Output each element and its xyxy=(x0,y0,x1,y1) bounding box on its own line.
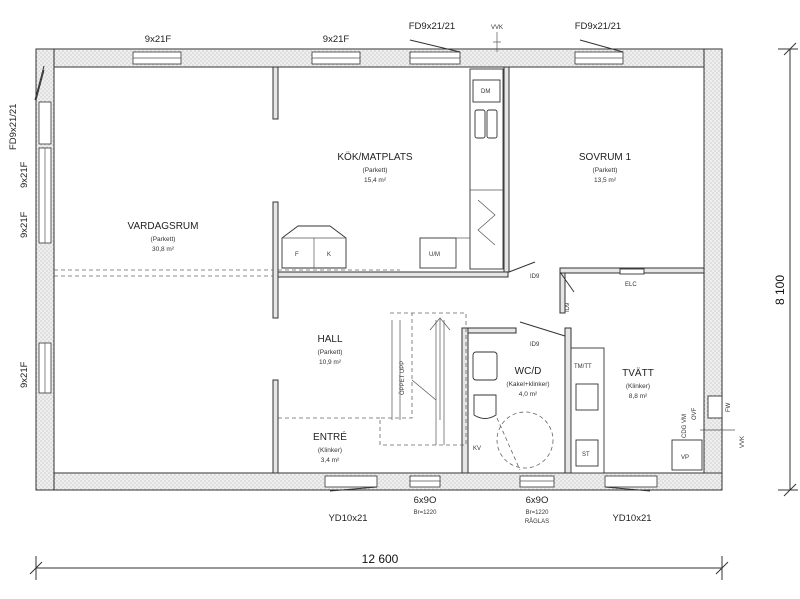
label-win-bottom-2-sub2: RÅGLAS xyxy=(525,518,549,525)
wall-right xyxy=(703,48,723,491)
room-sovrum-name: SOVRUM 1 xyxy=(579,152,632,163)
window-bottom-1 xyxy=(409,475,441,488)
wc-turning-circle xyxy=(496,411,554,469)
fw-box xyxy=(707,395,723,419)
label-vvk-top: VVK xyxy=(491,25,503,31)
heat-pump xyxy=(671,439,703,471)
room-vardagsrum-name: VARDAGSRUM xyxy=(128,221,199,232)
window-left-top xyxy=(38,101,52,145)
laundry-fixtures: TM/TT ST VP ELC FW OVF CDG VM VVK xyxy=(570,268,746,474)
dishwasher xyxy=(472,79,501,103)
stairs-label: ÖPPET UPP xyxy=(399,361,406,395)
fixture-elc: ELC xyxy=(625,282,637,288)
wc-toilet xyxy=(473,394,497,419)
label-fd-left: FD9x21/21 xyxy=(8,104,19,150)
wall-int-3 xyxy=(272,379,279,474)
door-bottom-right xyxy=(604,475,658,488)
room-entre-name: ENTRÉ xyxy=(313,430,347,443)
wall-int-2 xyxy=(272,201,279,319)
door-swings xyxy=(34,39,651,492)
wall-kitchen-right xyxy=(503,66,510,273)
fixture-f: F xyxy=(295,252,299,258)
label-fd-top-1: FD9x21/21 xyxy=(409,21,455,32)
windows xyxy=(38,51,658,488)
door-id9-1: ID9 xyxy=(530,274,540,280)
dim-width-text: 12 600 xyxy=(362,552,399,566)
fixture-k: K xyxy=(327,252,331,258)
label-win-top-2: 9x21F xyxy=(323,34,350,45)
label-win-left-1: 9x21F xyxy=(19,161,30,188)
dim-height-text: 8 100 xyxy=(773,275,787,305)
fixture-tmtt: TM/TT xyxy=(574,364,592,370)
window-bottom-2 xyxy=(519,475,555,488)
room-wc-name: WC/D xyxy=(515,366,542,377)
fixture-cdg-vm: CDG VM xyxy=(682,414,688,438)
fixture-um: U/M xyxy=(429,252,440,258)
room-tvatt-area: 8,8 m² xyxy=(629,393,648,400)
wall-int-1 xyxy=(272,66,279,120)
room-hall-name: HALL xyxy=(317,334,342,345)
interior-doors: ID9 ID9 ID9 xyxy=(35,69,575,348)
fixture-fw: FW xyxy=(726,402,732,412)
room-kok-name: KÖK/MATPLATS xyxy=(337,151,413,163)
fixture-vp: VP xyxy=(681,455,689,461)
label-win-left-2: 9x21F xyxy=(19,211,30,238)
label-yd-right: YD10x21 xyxy=(612,513,651,524)
room-vardagsrum-floor: (Parkett) xyxy=(151,236,176,243)
door-id9-2: ID9 xyxy=(565,302,571,312)
label-win-bottom-2: 6x9O xyxy=(526,495,549,506)
fixture-ovf: OVF xyxy=(692,407,698,420)
label-win-bottom-2-sub: Br=1220 xyxy=(526,510,550,516)
room-sovrum-floor: (Parkett) xyxy=(593,167,618,174)
room-vardagsrum-area: 30,8 m² xyxy=(152,246,175,253)
laundry-sink xyxy=(575,383,599,411)
label-fd-top-2: FD9x21/21 xyxy=(575,21,621,32)
sink-right xyxy=(486,109,498,139)
door-bottom-left xyxy=(324,475,378,488)
opening-labels: 9x21F 9x21F FD9x21/21 FD9x21/21 VVK FD9x… xyxy=(8,21,652,525)
room-tvatt-name: TVÄTT xyxy=(622,367,654,379)
room-tvatt-floor: (Klinker) xyxy=(626,383,650,390)
room-hall-floor: (Parkett) xyxy=(318,349,343,356)
wall-hall-top xyxy=(277,271,509,278)
room-hall-area: 10,9 m² xyxy=(319,359,342,366)
wall-wc-tvatt xyxy=(564,327,572,474)
dimension-lines: 12 600 8 100 xyxy=(29,42,798,580)
label-win-bottom-1-sub: Br=1220 xyxy=(414,510,438,516)
kitchen-fixtures: DM U/M F K xyxy=(281,68,504,270)
vvk-right: VVK xyxy=(740,436,746,448)
storage-cabinet xyxy=(575,439,599,467)
stairs: ÖPPET UPP xyxy=(278,312,467,446)
wall-wc-top xyxy=(467,327,517,334)
door-id9-3: ID9 xyxy=(530,342,540,348)
wc-sink xyxy=(472,351,498,381)
oven xyxy=(419,237,457,269)
interior-walls xyxy=(54,66,705,474)
room-wc-floor: (Kakel+klinker) xyxy=(506,381,549,388)
label-win-bottom-1: 6x9O xyxy=(414,495,437,506)
electric-cabinet xyxy=(619,268,645,275)
wc-fixtures: KV xyxy=(472,351,554,471)
fixture-dm: DM xyxy=(481,89,490,95)
label-yd-left: YD10x21 xyxy=(328,513,367,524)
room-kok-floor: (Parkett) xyxy=(363,167,388,174)
room-kok-area: 15,4 m² xyxy=(364,177,387,184)
room-entre-area: 3,4 m² xyxy=(321,457,340,464)
room-sovrum-area: 13,5 m² xyxy=(594,177,617,184)
room-labels: VARDAGSRUM (Parkett) 30,8 m² KÖK/MATPLAT… xyxy=(128,151,654,464)
fixture-st: ST xyxy=(582,452,590,458)
label-win-top-1: 9x21F xyxy=(145,34,172,45)
wall-wc-left xyxy=(461,327,469,474)
room-entre-floor: (Klinker) xyxy=(318,447,342,454)
wall-sovrum-door xyxy=(559,272,566,314)
label-win-left-3: 9x21F xyxy=(19,361,30,388)
room-wc-area: 4,0 m² xyxy=(519,391,538,398)
fixture-kv: KV xyxy=(473,446,481,452)
sink-left xyxy=(474,109,486,139)
